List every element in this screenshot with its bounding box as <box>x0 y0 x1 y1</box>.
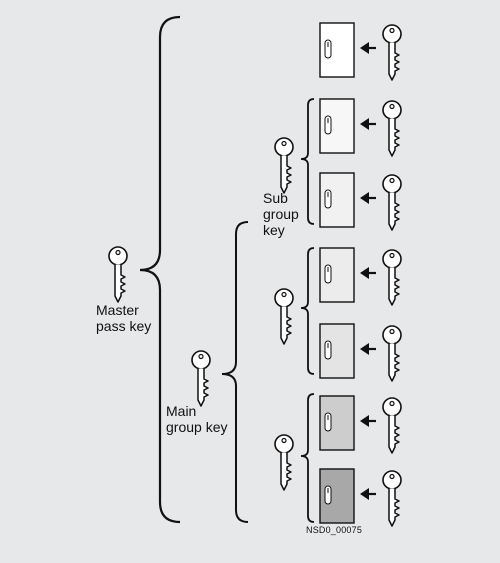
door-icon <box>319 22 355 78</box>
key-icon <box>382 397 402 454</box>
arrow-left-icon <box>360 343 376 355</box>
key-icon <box>382 249 402 306</box>
arrow-left-icon <box>360 118 376 130</box>
main-group-key-icon <box>191 350 211 407</box>
sub-group-key-icon <box>274 137 294 194</box>
master-pass-key-label: Master pass key <box>96 302 152 334</box>
door-icon <box>319 323 355 379</box>
door-icon <box>319 247 355 303</box>
sub-group-key-icon <box>274 434 294 491</box>
door-row <box>319 323 402 382</box>
main-group-key-label: Main group key <box>166 403 228 435</box>
door-row <box>319 395 402 454</box>
figure-code: NSD0_00075 <box>306 525 363 535</box>
key-icon <box>382 470 402 527</box>
door-icon <box>319 98 355 154</box>
arrow-left-icon <box>360 415 376 427</box>
door-row <box>319 22 402 81</box>
key-icon <box>382 174 402 231</box>
door-row <box>319 468 402 527</box>
door-icon <box>319 172 355 228</box>
sub-group-key-icon <box>274 288 294 345</box>
sub-group-key-label: Sub group key <box>263 190 299 238</box>
door-rows <box>319 22 402 527</box>
arrow-left-icon <box>360 192 376 204</box>
sub-group-brace-1 <box>300 98 315 225</box>
master-key-icon <box>108 246 128 303</box>
sub-group-brace-2 <box>300 247 315 375</box>
door-icon <box>319 395 355 451</box>
door-row <box>319 172 402 231</box>
door-row <box>319 247 402 306</box>
sub-group-brace-3 <box>300 393 315 523</box>
door-icon <box>319 468 355 524</box>
key-icon <box>382 100 402 157</box>
arrow-left-icon <box>360 42 376 54</box>
key-icon <box>382 325 402 382</box>
key-icon <box>382 24 402 81</box>
arrow-left-icon <box>360 488 376 500</box>
door-row <box>319 98 402 157</box>
arrow-left-icon <box>360 267 376 279</box>
master-brace <box>139 15 181 524</box>
main-group-brace <box>221 221 249 523</box>
